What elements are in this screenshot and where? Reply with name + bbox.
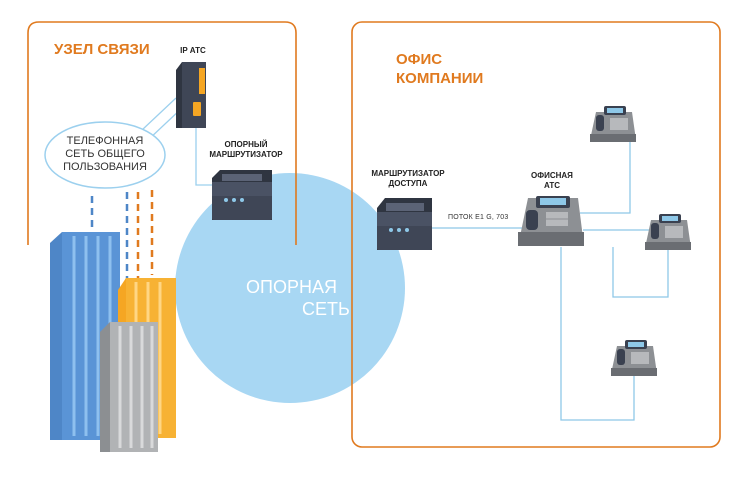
backbone-network-circle <box>175 173 405 403</box>
backbone-label: ОПОРНАЯ СЕТЬ <box>246 276 350 320</box>
link-officepbx-phone3 <box>612 246 669 298</box>
building-gray <box>100 322 158 452</box>
pstn-label-line3: ПОЛЬЗОВАНИЯ <box>63 161 147 173</box>
core-router-label-line1: ОПОРНЫЙ <box>224 140 268 149</box>
office-section-title-line2: КОМПАНИИ <box>396 70 484 87</box>
access-router-label: МАРШРУТИЗАТОР ДОСТУПА <box>360 169 456 189</box>
access-router-label-line2: ДОСТУПА <box>388 179 428 188</box>
pstn-label: ТЕЛЕФОННАЯ СЕТЬ ОБЩЕГО ПОЛЬЗОВАНИЯ <box>45 135 165 174</box>
office-pbx-label-line1: ОФИСНАЯ <box>531 171 573 180</box>
pstn-bubble <box>44 121 166 189</box>
ip-pbx-icon <box>176 62 206 128</box>
core-router-label-line2: МАРШРУТИЗАТОР <box>209 150 283 159</box>
stream-label: ПОТОК E1 G, 703 <box>448 214 509 221</box>
office-section-title: ОФИС КОМПАНИИ <box>396 50 483 88</box>
pstn-label-line1: ТЕЛЕФОННАЯ <box>66 135 144 147</box>
office-phone-icon <box>611 340 657 376</box>
office-section-title-line1: ОФИС <box>396 51 443 68</box>
link-pbx-pstn-1 <box>141 97 177 131</box>
backbone-label-line2: СЕТЬ <box>302 299 350 319</box>
pstn-label-line2: СЕТЬ ОБЩЕГО <box>65 148 145 160</box>
backbone-label-line1: ОПОРНАЯ <box>246 277 337 297</box>
ip-pbx-label: IP АТС <box>180 46 206 55</box>
node-section-title: УЗЕЛ СВЯЗИ <box>54 41 150 58</box>
office-pbx-label: ОФИСНАЯ АТС <box>520 171 584 191</box>
office-pbx-label-line2: АТС <box>543 181 561 190</box>
office-pbx-icon <box>518 196 584 246</box>
node-section-frame <box>27 21 297 245</box>
link-officepbx-phone4 <box>560 247 635 421</box>
office-section-frame <box>351 21 721 448</box>
office-phone-icon <box>590 106 636 142</box>
core-router-icon <box>212 170 272 220</box>
office-phone-icon <box>645 214 691 250</box>
core-router-label: ОПОРНЫЙ МАРШРУТИЗАТОР <box>196 140 296 160</box>
links <box>90 97 669 421</box>
link-pbx-router <box>195 126 215 186</box>
link-officepbx-phone1 <box>580 140 631 214</box>
access-router-label-line1: МАРШРУТИЗАТОР <box>371 169 445 178</box>
access-router-icon <box>377 198 432 250</box>
